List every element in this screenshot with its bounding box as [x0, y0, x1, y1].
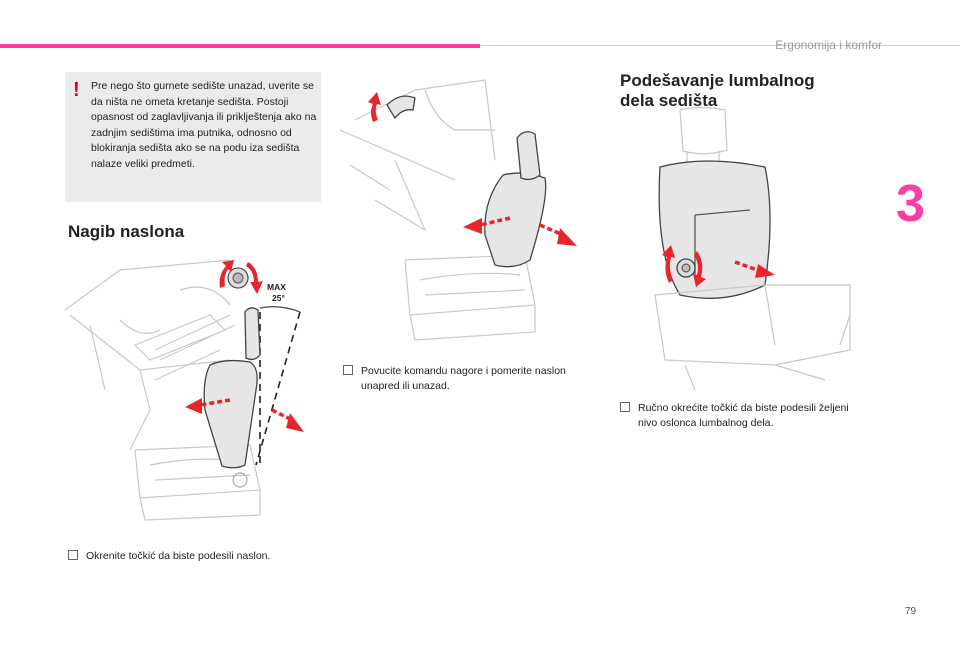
chapter-number: 3 — [896, 175, 925, 233]
backrest-instruction: Okrenite točkić da biste podesili naslon… — [68, 549, 270, 564]
exclamation-icon: ! — [73, 79, 80, 101]
lumbar-heading: Podešavanje lumbalnog dela sedišta — [620, 71, 815, 110]
lumbar-instruction: Ručno okrećite točkić da biste podesili … — [620, 401, 880, 431]
bullet-marker — [343, 365, 353, 375]
section-title: Ergonomija i komfor — [775, 38, 882, 52]
backrest-heading: Nagib naslona — [68, 222, 185, 241]
backrest-illustration: MAX 25° — [64, 259, 304, 521]
lever-illustration — [339, 79, 577, 341]
chapter-tab — [885, 178, 960, 238]
angle-label-max: MAX — [267, 282, 286, 292]
header-accent-bar — [0, 44, 480, 48]
bullet-marker — [68, 550, 78, 560]
page-number: 79 — [905, 606, 917, 617]
warning-text: Pre nego što gurnete sedište unazad, uve… — [91, 80, 317, 170]
lever-instruction: Povucite komandu nagore i pomerite naslo… — [343, 364, 613, 394]
angle-label-degrees: 25° — [272, 293, 285, 303]
bullet-marker — [620, 402, 630, 412]
header-divider — [480, 45, 960, 46]
warning-box — [65, 72, 321, 202]
lumbar-illustration — [654, 106, 851, 391]
